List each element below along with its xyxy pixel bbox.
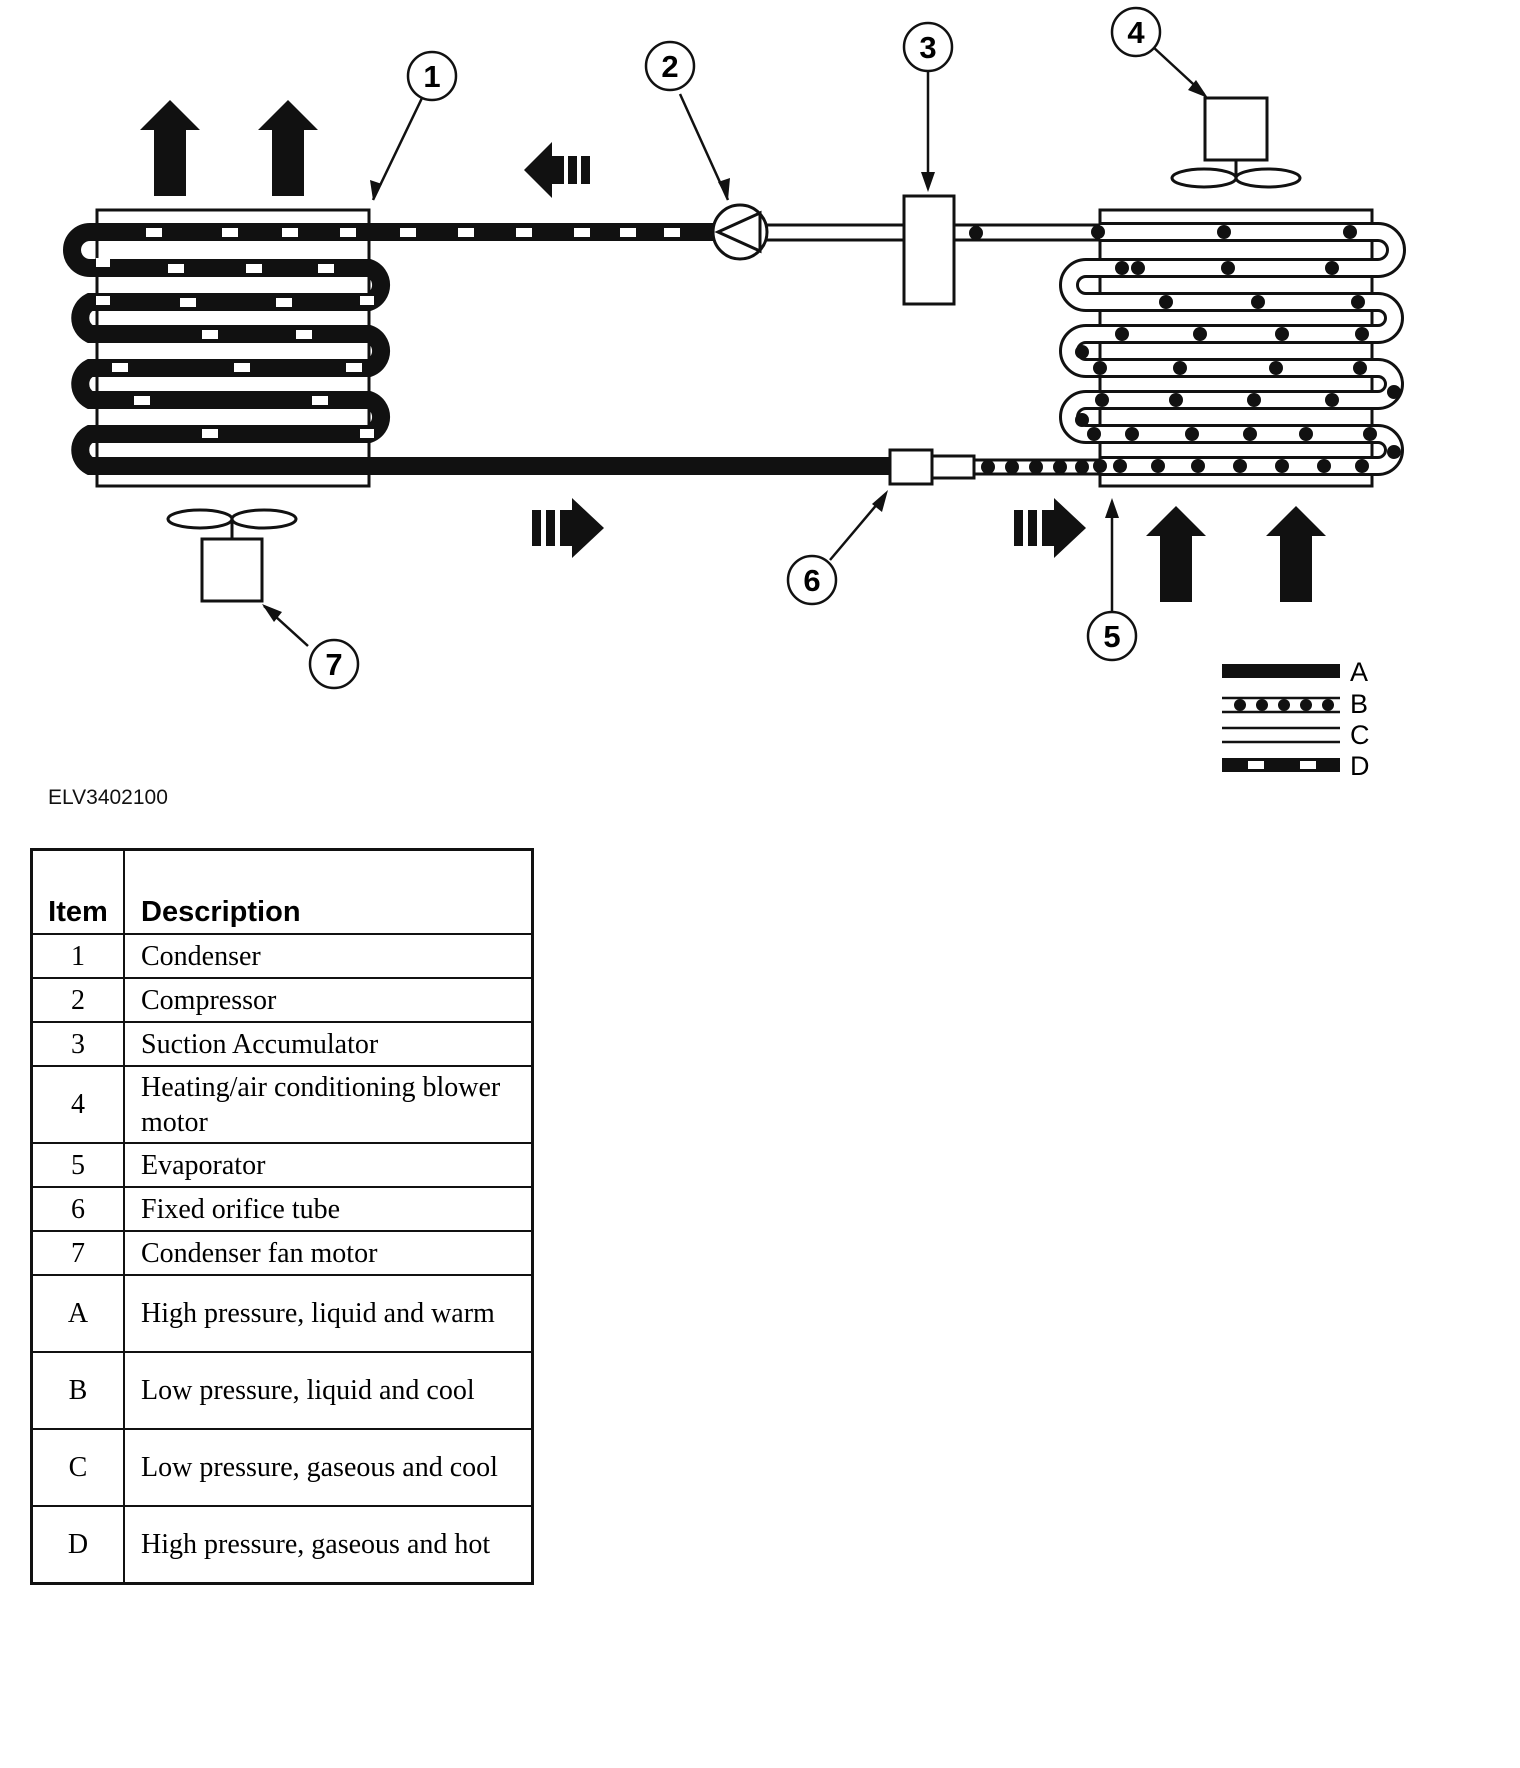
table-row: 5 Evaporator: [30, 1142, 534, 1188]
evaporator-airflow-arrow: [1146, 506, 1206, 602]
callout-7: 7: [308, 638, 360, 690]
svg-text:4: 4: [1127, 15, 1145, 50]
fixed-orifice-tube: [888, 448, 976, 486]
condenser-airflow-arrow: [140, 100, 200, 196]
legend-label-c: C: [1350, 720, 1370, 750]
condenser-fan-motor: [166, 508, 298, 603]
legend-swatch-d: [1222, 758, 1340, 772]
table-row: 3 Suction Accumulator: [30, 1021, 534, 1067]
table-row: C Low pressure, gaseous and cool: [30, 1428, 534, 1507]
description-cell: Condenser fan motor: [123, 1230, 534, 1276]
item-cell: 1: [30, 933, 125, 979]
description-cell: Heating/air conditioning blower motor: [123, 1065, 534, 1144]
svg-text:2: 2: [661, 49, 678, 84]
suction-line: [767, 223, 1100, 242]
item-cell: A: [30, 1274, 125, 1353]
svg-text:7: 7: [325, 647, 342, 682]
item-cell: C: [30, 1428, 125, 1507]
item-cell: D: [30, 1505, 125, 1585]
callout-6: 6: [786, 554, 838, 606]
item-cell: 6: [30, 1186, 125, 1232]
item-cell: B: [30, 1351, 125, 1430]
header-item: Item: [30, 848, 125, 935]
description-cell: High pressure, liquid and warm: [123, 1274, 534, 1353]
item-cell: 4: [30, 1065, 125, 1144]
description-cell: Evaporator: [123, 1142, 534, 1188]
item-cell: 3: [30, 1021, 125, 1067]
callout-3: 3: [902, 21, 954, 73]
item-description-table: Item Description 1 Condenser 2 Compresso…: [30, 848, 534, 1585]
discharge-line: [369, 223, 716, 241]
svg-text:6: 6: [803, 563, 820, 598]
header-description: Description: [123, 848, 534, 935]
evaporator: [969, 208, 1406, 488]
callout-1: 1: [406, 50, 458, 102]
table-row: D High pressure, gaseous and hot: [30, 1505, 534, 1585]
compressor: [711, 203, 769, 261]
legend-label-a: A: [1350, 657, 1368, 687]
svg-text:1: 1: [423, 59, 440, 94]
description-cell: High pressure, gaseous and hot: [123, 1505, 534, 1585]
refrigerant-cycle-diagram: 1 2 3 4 5 6 7 A B: [63, 6, 1406, 780]
line-type-legend: A B C D: [1222, 657, 1370, 780]
suction-accumulator: [902, 194, 956, 306]
description-cell: Low pressure, liquid and cool: [123, 1351, 534, 1430]
item-cell: 2: [30, 977, 125, 1023]
table-header-row: Item Description: [30, 848, 534, 935]
legend-swatch-c: [1222, 726, 1340, 744]
flow-direction-arrow-right: [532, 498, 604, 558]
table-row: A High pressure, liquid and warm: [30, 1274, 534, 1353]
svg-text:5: 5: [1103, 619, 1120, 654]
flow-direction-arrow-right: [1014, 498, 1086, 558]
table-row: B Low pressure, liquid and cool: [30, 1351, 534, 1430]
blower-motor: [1170, 96, 1302, 189]
callout-2: 2: [644, 40, 696, 92]
legend-swatch-b: [1222, 696, 1340, 714]
legend-label-b: B: [1350, 689, 1368, 719]
table-row: 7 Condenser fan motor: [30, 1230, 534, 1276]
svg-text:3: 3: [919, 30, 936, 65]
legend-swatch-a: [1222, 664, 1340, 678]
table-row: 1 Condenser: [30, 933, 534, 979]
flow-direction-arrow-left: [524, 142, 590, 198]
condenser-airflow-arrow: [258, 100, 318, 196]
figure-id: ELV3402100: [48, 786, 168, 809]
condenser-coil: [63, 223, 391, 475]
callout-5: 5: [1086, 610, 1138, 662]
item-cell: 7: [30, 1230, 125, 1276]
legend-label-d: D: [1350, 751, 1370, 780]
table-row: 4 Heating/air conditioning blower motor: [30, 1065, 534, 1144]
table-row: 6 Fixed orifice tube: [30, 1186, 534, 1232]
evaporator-liquid-markers: [969, 225, 1401, 473]
description-cell: Compressor: [123, 977, 534, 1023]
table-row: 2 Compressor: [30, 977, 534, 1023]
callout-4: 4: [1110, 6, 1162, 58]
evaporator-airflow-arrow: [1266, 506, 1326, 602]
evaporator-inlet-line: [974, 458, 1100, 476]
description-cell: Low pressure, gaseous and cool: [123, 1428, 534, 1507]
description-cell: Suction Accumulator: [123, 1021, 534, 1067]
description-cell: Fixed orifice tube: [123, 1186, 534, 1232]
description-cell: Condenser: [123, 933, 534, 979]
item-cell: 5: [30, 1142, 125, 1188]
condenser: [63, 208, 391, 488]
condenser-gas-markers: [96, 228, 374, 438]
